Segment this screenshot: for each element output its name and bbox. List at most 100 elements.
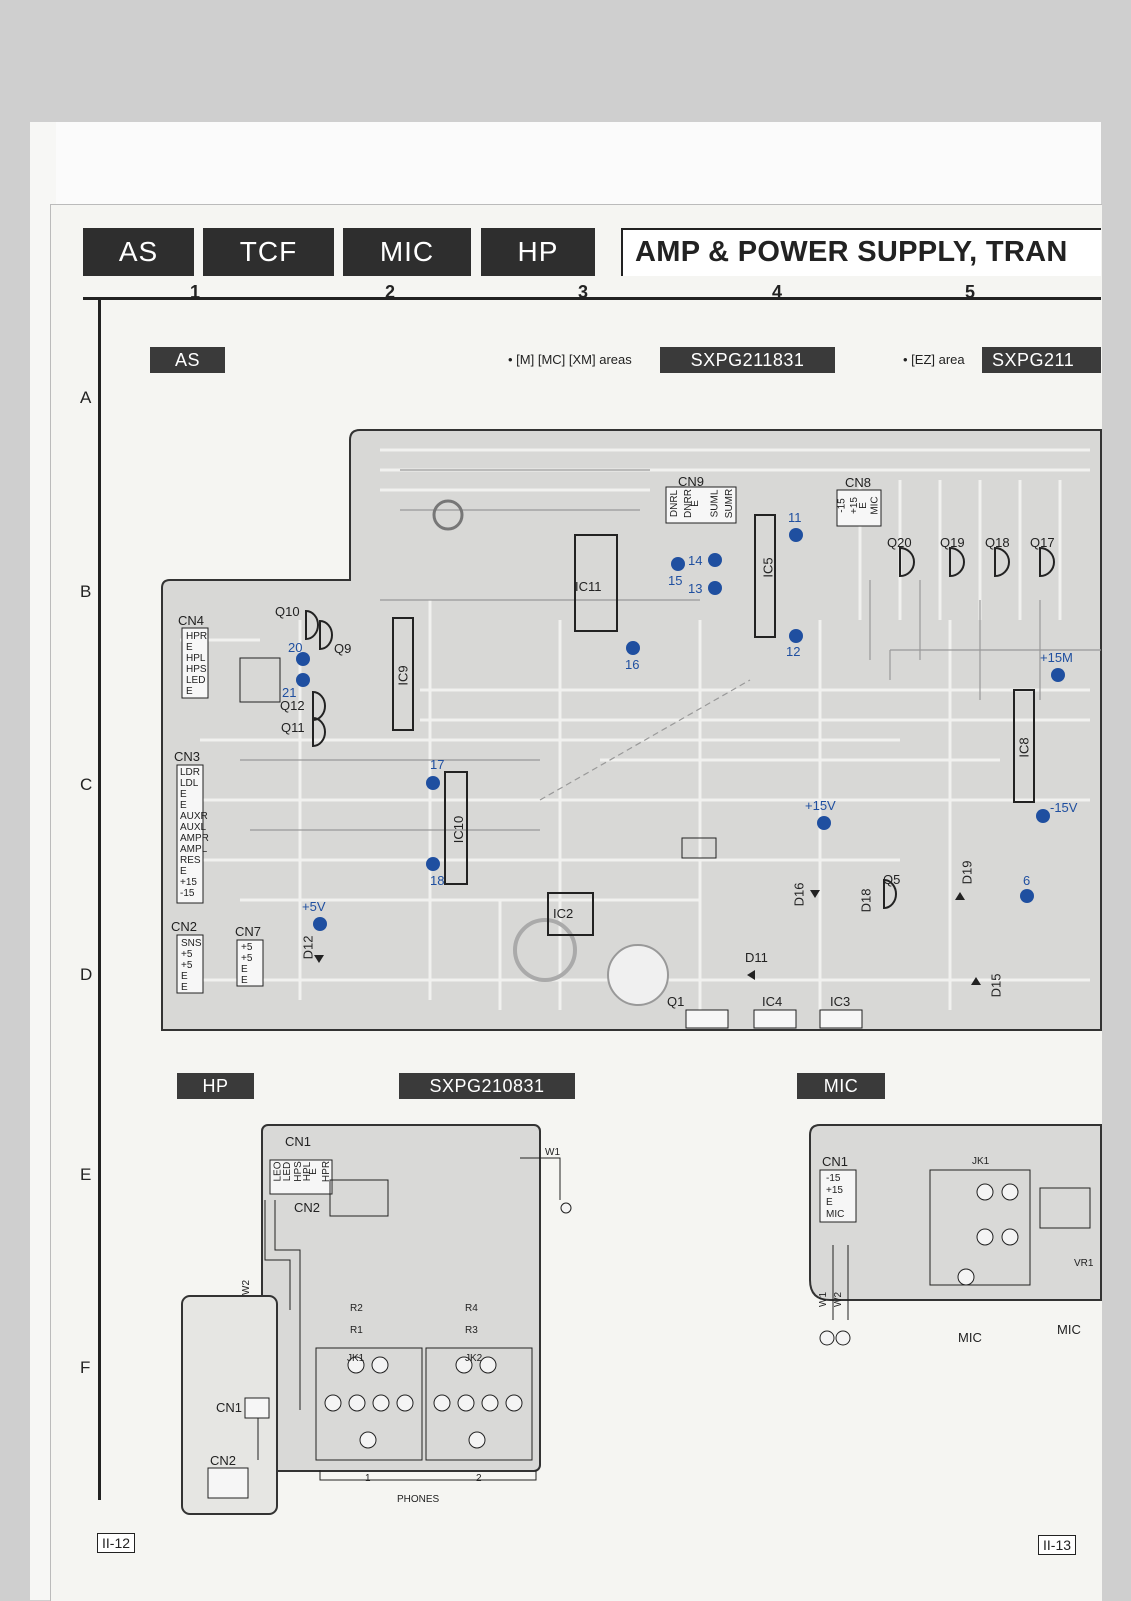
pin-label: AUXR <box>180 811 208 822</box>
hp-sub-cn2-label: CN2 <box>210 1453 237 1468</box>
diode-label: D12 <box>300 935 316 960</box>
area-note-right: • [EZ] area <box>903 352 965 367</box>
part-number-right: SXPG211 <box>982 347 1101 373</box>
pin-label: E <box>186 686 193 697</box>
column-number: 5 <box>965 282 976 302</box>
row-letter: D <box>80 965 93 984</box>
pin-label: MIC <box>826 1209 845 1220</box>
pin-label: SUMR <box>724 488 736 519</box>
pin-label: SUML <box>709 489 721 518</box>
pin-label: E <box>180 789 187 800</box>
test-point-plus-15m <box>1051 668 1065 682</box>
pin-label: -15 <box>836 498 848 513</box>
pin-label: +15 <box>826 1185 843 1196</box>
ic-label: IC9 <box>395 665 411 686</box>
ic-label: IC8 <box>1016 737 1032 758</box>
pin-label: AMPL <box>180 844 208 855</box>
pin-label: HPS <box>186 664 207 675</box>
mic-cn1-label: CN1 <box>822 1154 849 1169</box>
hp-cn2-label: CN2 <box>294 1200 321 1215</box>
test-point-label: 6 <box>1023 873 1031 888</box>
connector-label: CN2 <box>171 919 198 934</box>
pin-label: LDR <box>180 767 201 778</box>
test-point-label: 21 <box>282 685 297 700</box>
row-letter: E <box>80 1165 92 1184</box>
test-point-label: 15 <box>668 573 683 588</box>
mic-vr-caption: MIC <box>1057 1322 1081 1337</box>
phones-label: PHONES <box>397 1494 440 1505</box>
section-label-as: AS <box>150 347 225 373</box>
pin-label: E <box>689 500 701 507</box>
diode-label: D15 <box>988 973 1004 998</box>
transistor-label: Q10 <box>275 604 300 619</box>
wire-label: W1 <box>818 1292 829 1307</box>
test-point-label: 18 <box>430 873 445 888</box>
grid-ruler-left <box>98 300 101 1500</box>
tab-as: AS <box>83 228 194 276</box>
test-point-plus-5v <box>313 917 327 931</box>
column-number: 1 <box>190 282 201 302</box>
pin-label: SNS <box>181 938 202 949</box>
tab-tcf: TCF <box>203 228 334 276</box>
page-top-margin <box>56 122 1101 204</box>
pin-label: HPR <box>186 631 208 642</box>
test-point-11 <box>789 528 803 542</box>
test-point-label: 12 <box>786 644 801 659</box>
hp-cn1-label: CN1 <box>285 1134 312 1149</box>
transistor-label: Q1 <box>667 994 685 1009</box>
test-point-label: 13 <box>688 581 703 596</box>
test-point-14 <box>708 553 722 567</box>
pin-label: E <box>826 1197 833 1208</box>
wire-label: W1 <box>545 1147 560 1158</box>
test-point-6 <box>1020 889 1034 903</box>
connector-label: CN7 <box>235 924 262 939</box>
pin-label: E <box>241 975 248 986</box>
pin-label: +5 <box>181 949 193 960</box>
test-point-21 <box>296 673 310 687</box>
pin-label: E <box>180 866 187 877</box>
resistor-label: R2 <box>350 1303 363 1314</box>
pin-label: E <box>241 964 248 975</box>
pin-label: +5 <box>241 942 253 953</box>
transistor-label: Q12 <box>280 698 305 713</box>
test-point-label: 14 <box>688 553 703 568</box>
pin-label: E <box>186 642 193 653</box>
column-number: 3 <box>578 282 589 302</box>
grid-ruler-top <box>83 297 1101 300</box>
pin-label: RES <box>180 855 201 866</box>
test-point-label: 16 <box>625 657 640 672</box>
transistor-label: Q11 <box>281 720 305 735</box>
jack-number: 1 <box>365 1473 371 1484</box>
test-point-18 <box>426 857 440 871</box>
pin-label: LDL <box>180 778 199 789</box>
connector-label: CN9 <box>678 474 705 489</box>
resistor-label: R3 <box>465 1325 478 1336</box>
ic-label: IC11 <box>575 579 602 594</box>
test-point-label: +5V <box>302 899 326 914</box>
pin-label: E <box>181 982 188 993</box>
section-label-hp: HP <box>177 1073 254 1099</box>
pin-label: DNRL <box>669 489 681 518</box>
pin-label: -15 <box>826 1173 841 1184</box>
resistor-label: R4 <box>465 1303 478 1314</box>
wire-label: W2 <box>833 1292 844 1307</box>
transistor-label: Q19 <box>940 535 965 550</box>
page-title-box: AMP & POWER SUPPLY, TRAN <box>621 228 1101 276</box>
test-point-label: +15M <box>1040 650 1073 665</box>
test-point-minus-15v <box>1036 809 1050 823</box>
pin-label: E <box>307 1168 319 1175</box>
page-number-right: II-13 <box>1038 1535 1077 1555</box>
diode-label: D19 <box>959 860 975 885</box>
test-point-13 <box>708 581 722 595</box>
tab-hp: HP <box>481 228 595 276</box>
test-point-label: 17 <box>430 757 445 772</box>
pin-label: E <box>181 971 188 982</box>
test-point-label: 20 <box>288 640 303 655</box>
pin-label: +5 <box>241 953 253 964</box>
jack-number: 2 <box>476 1473 482 1484</box>
pin-label: E <box>180 800 187 811</box>
row-letter: C <box>80 775 93 794</box>
pin-label: LED <box>186 675 206 686</box>
test-point-17 <box>426 776 440 790</box>
